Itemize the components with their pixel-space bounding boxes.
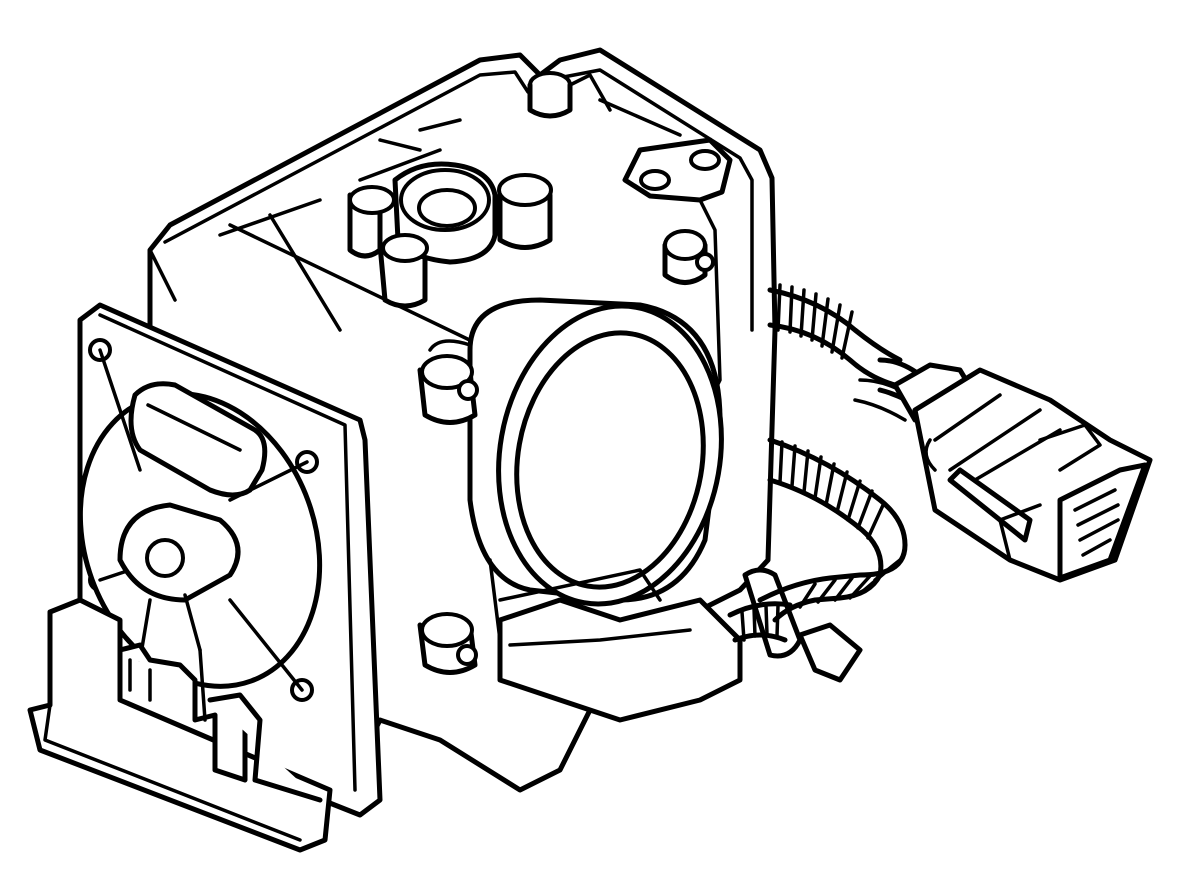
- connector-plug: [892, 362, 1153, 583]
- throttle-bore: [417, 297, 724, 607]
- idle-air-valve: [497, 567, 863, 723]
- mounting-bracket: [622, 137, 733, 422]
- lower-mounting-boss: [417, 558, 662, 702]
- top-port-cluster: [347, 71, 573, 309]
- wiring-harness: [727, 283, 928, 643]
- base-flange: [27, 597, 333, 853]
